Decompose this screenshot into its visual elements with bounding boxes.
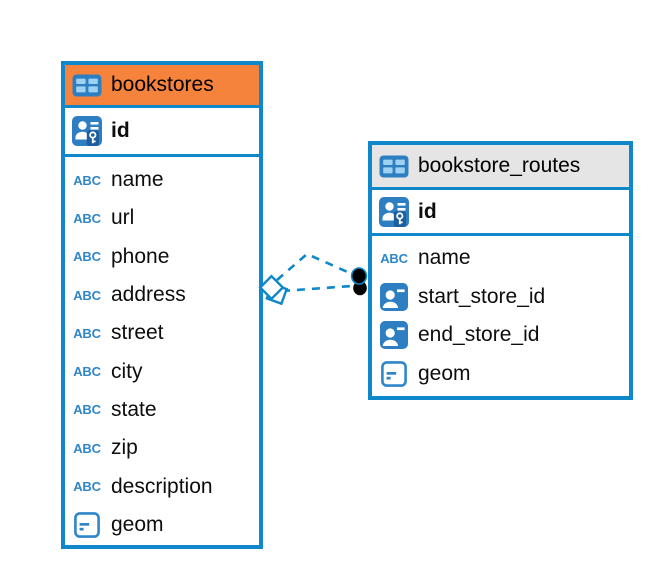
text-type-icon: ABC bbox=[73, 364, 101, 380]
column-row-id[interactable]: id bbox=[372, 190, 629, 236]
text-type-icon: ABC bbox=[73, 479, 101, 495]
table-icon bbox=[379, 155, 409, 178]
column-name: geom bbox=[111, 512, 164, 536]
column-name: address bbox=[111, 283, 186, 307]
relationship-line-lower[interactable] bbox=[281, 284, 353, 293]
table-title: bookstore_routes bbox=[418, 154, 581, 177]
column-row-name[interactable]: ABC name bbox=[372, 239, 629, 278]
column-name: start_store_id bbox=[418, 284, 546, 308]
text-type-icon: ABC bbox=[73, 172, 101, 188]
column-name: phone bbox=[111, 244, 170, 268]
table-icon bbox=[72, 74, 102, 97]
column-row-name[interactable]: ABC name bbox=[65, 161, 259, 199]
column-name: geom bbox=[418, 361, 471, 385]
foreign-key-icon bbox=[378, 321, 410, 349]
relationship-bookstores-to-routes[interactable] bbox=[258, 252, 368, 306]
text-type-icon: ABC bbox=[73, 210, 101, 226]
column-row-description[interactable]: ABC description bbox=[65, 467, 259, 505]
column-name: id bbox=[418, 199, 437, 223]
column-name: name bbox=[111, 168, 164, 192]
column-name: description bbox=[111, 474, 213, 498]
primary-key-icon bbox=[378, 197, 410, 227]
column-name: name bbox=[418, 246, 471, 270]
table-title: bookstores bbox=[111, 73, 214, 96]
text-type-icon: ABC bbox=[73, 440, 101, 456]
column-row-zip[interactable]: ABC zip bbox=[65, 429, 259, 467]
column-row-end-store-id[interactable]: end_store_id bbox=[372, 316, 629, 355]
column-row-url[interactable]: ABC url bbox=[65, 199, 259, 237]
column-name: zip bbox=[111, 436, 138, 460]
column-row-city[interactable]: ABC city bbox=[65, 352, 259, 390]
text-type-icon: ABC bbox=[380, 250, 408, 266]
column-row-phone[interactable]: ABC phone bbox=[65, 238, 259, 276]
column-row-start-store-id[interactable]: start_store_id bbox=[372, 278, 629, 317]
column-row-street[interactable]: ABC street bbox=[65, 314, 259, 352]
column-name: end_store_id bbox=[418, 323, 540, 347]
column-row-geom[interactable]: geom bbox=[372, 355, 629, 394]
primary-key-icon bbox=[71, 116, 103, 146]
table-node-bookstores[interactable]: bookstores id ABC name ABC url ABC phone… bbox=[61, 61, 263, 549]
column-row-state[interactable]: ABC state bbox=[65, 391, 259, 429]
column-name: city bbox=[111, 359, 143, 383]
text-type-icon: ABC bbox=[73, 325, 101, 341]
geometry-type-icon bbox=[378, 361, 410, 387]
column-list: ABC name ABC url ABC phone ABC address A… bbox=[65, 157, 259, 544]
relationship-line-upper[interactable] bbox=[276, 252, 353, 281]
column-name: url bbox=[111, 206, 135, 230]
table-header-bookstore-routes[interactable]: bookstore_routes bbox=[372, 145, 629, 190]
geometry-type-icon bbox=[71, 512, 103, 538]
relationship-dot-markers bbox=[350, 267, 368, 296]
column-name: id bbox=[111, 119, 130, 142]
column-list: ABC name start_store_id end_store_id geo… bbox=[372, 236, 629, 393]
column-name: street bbox=[111, 321, 164, 345]
text-type-icon: ABC bbox=[73, 249, 101, 265]
column-row-address[interactable]: ABC address bbox=[65, 276, 259, 314]
text-type-icon: ABC bbox=[73, 287, 101, 303]
relationship-diamond-marker bbox=[258, 274, 289, 306]
column-name: state bbox=[111, 397, 157, 421]
table-node-bookstore-routes[interactable]: bookstore_routes id ABC name start_store… bbox=[368, 141, 633, 400]
text-type-icon: ABC bbox=[73, 402, 101, 418]
column-row-geom[interactable]: geom bbox=[65, 506, 259, 544]
column-row-id[interactable]: id bbox=[65, 108, 259, 157]
table-header-bookstores[interactable]: bookstores bbox=[65, 65, 259, 108]
foreign-key-icon bbox=[378, 283, 410, 311]
